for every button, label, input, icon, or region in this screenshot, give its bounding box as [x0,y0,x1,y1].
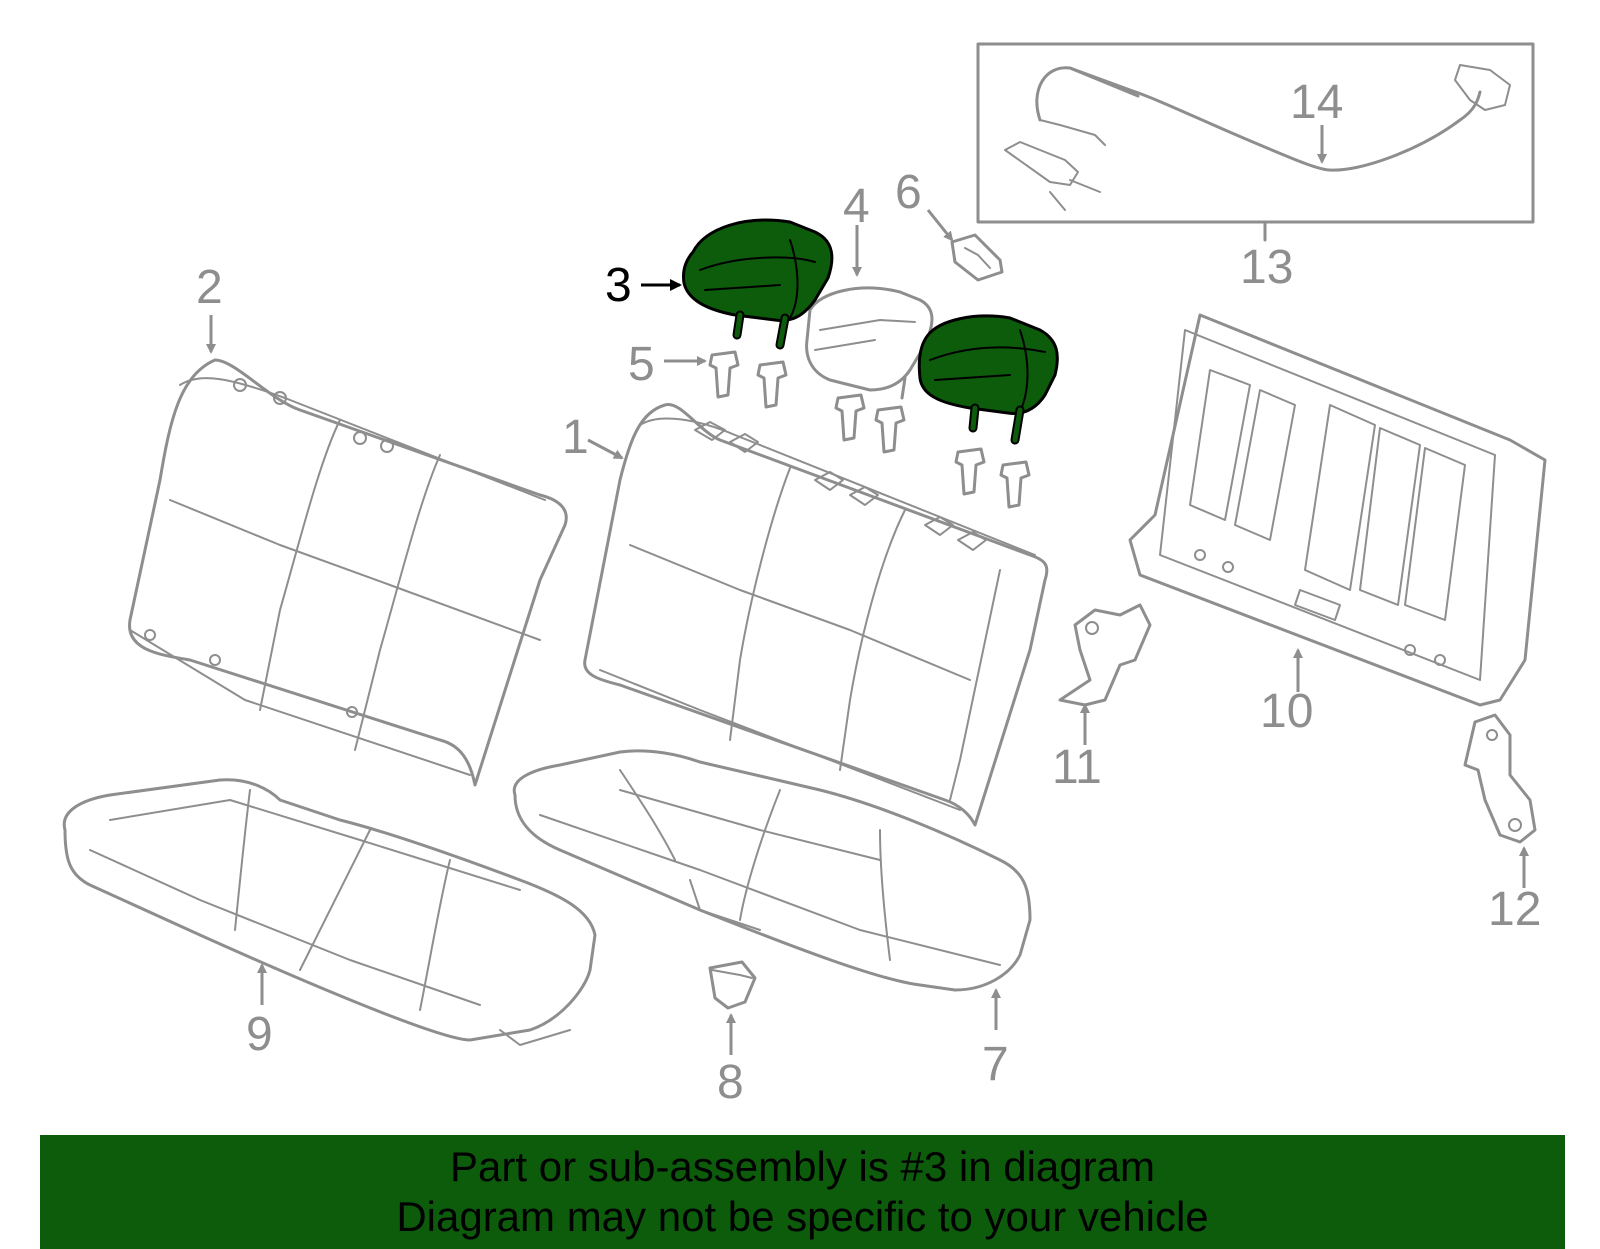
callout-7: 7 [982,1038,1009,1091]
part-13-cable-inset [976,42,1535,242]
part-3-headrest-right [917,314,1059,445]
callout-11: 11 [1052,741,1102,794]
callout-14: 14 [1290,76,1343,129]
part-2-left-seatback [128,358,568,787]
part-4-center-headrest [805,286,934,400]
part-8-clip [708,960,757,1010]
part-11-hinge [1058,603,1152,707]
part-1-right-seatback [583,403,1049,827]
callout-12: 12 [1488,883,1541,936]
part-6-bracket [950,233,1004,282]
callout-1: 1 [562,411,589,464]
callout-6: 6 [895,166,922,219]
callout-8: 8 [717,1056,744,1109]
callout-13: 13 [1240,241,1293,294]
callout-3: 3 [605,259,632,312]
callout-2: 2 [196,261,223,314]
part-7-right-cushion [512,749,1032,992]
part-5-guides [708,350,1031,509]
part-9-left-cushion [62,778,597,1046]
info-banner: Part or sub-assembly is #3 in diagram Di… [40,1135,1565,1249]
part-12-side-bracket [1463,713,1537,844]
part-10-seat-frame [1128,313,1547,707]
callout-5: 5 [628,338,655,391]
part-3-headrest-left [682,218,834,350]
callout-9: 9 [246,1008,273,1061]
callout-4: 4 [843,180,870,233]
banner-line-2: Diagram may not be specific to your vehi… [396,1193,1209,1240]
callout-10: 10 [1260,685,1313,738]
banner-line-1: Part or sub-assembly is #3 in diagram [450,1143,1155,1190]
